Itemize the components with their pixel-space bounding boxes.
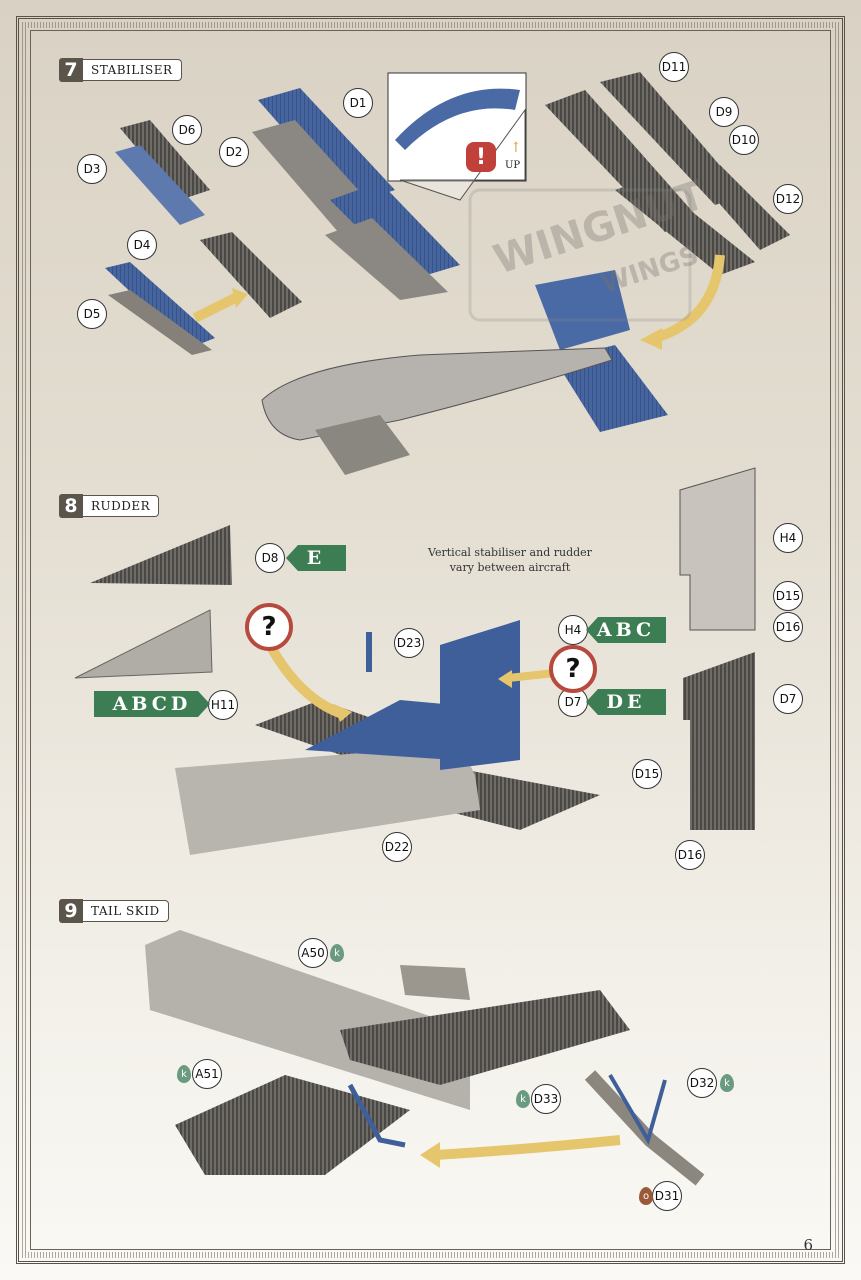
part-d5: [108, 290, 212, 355]
variant-note: Vertical stabiliser and rudder vary betw…: [425, 545, 595, 575]
step-7-header: 7 STABILISER: [59, 58, 182, 82]
part-d2-lower: [325, 218, 448, 300]
step7-illustration: [105, 72, 790, 475]
callout-d31: D31: [652, 1181, 682, 1211]
callout-d15-top: D15: [773, 581, 803, 611]
arrow-8b: [507, 669, 556, 682]
step-number: 8: [59, 494, 83, 518]
step-9-header: 9 TAIL SKID: [59, 899, 169, 923]
rudder-d7-side: [683, 652, 755, 830]
callout-d9: D9: [709, 97, 739, 127]
callout-a50: A50: [298, 938, 328, 968]
variant-note-line1: Vertical stabiliser and rudder: [428, 546, 592, 559]
part-d4: [105, 262, 215, 348]
version-tag-h4: ABC: [586, 617, 666, 643]
arrow-7a: [192, 293, 238, 323]
paint-drop-d33: k: [516, 1090, 530, 1108]
step-title: STABILISER: [83, 59, 182, 81]
fin-ribbed: [90, 525, 232, 585]
page-border: [16, 16, 845, 1264]
callout-h4: H4: [558, 615, 588, 645]
paint-drop-a51: k: [177, 1065, 191, 1083]
arrow-7b: [653, 254, 725, 343]
tail-skid-fitted: [347, 1083, 406, 1148]
part-d12: [690, 165, 790, 250]
up-arrow-icon: ↑: [510, 140, 522, 156]
detail-part: [395, 88, 520, 150]
callout-d10: D10: [729, 125, 759, 155]
page-border-inner: [30, 30, 831, 1250]
assembled-elevator-upper: [535, 270, 630, 350]
step-number: 9: [59, 899, 83, 923]
version-tag-d8: E: [286, 545, 346, 571]
callout-d4: D4: [127, 230, 157, 260]
page-number: 6: [803, 1236, 813, 1254]
step9-illustration: [145, 930, 705, 1186]
callout-d16-top: D16: [773, 612, 803, 642]
step-8-header: 8 RUDDER: [59, 494, 160, 518]
part-elevator-right-c: [615, 178, 755, 275]
part-d1-lower: [330, 182, 460, 280]
variant-note-line2: vary between aircraft: [449, 561, 571, 574]
callout-d33: D33: [531, 1084, 561, 1114]
skid-d31: [584, 1070, 705, 1186]
part-d6: [120, 120, 210, 200]
callout-d5: D5: [77, 299, 107, 329]
version-tag-d7: DE: [586, 689, 666, 715]
step8-illustration: [74, 467, 756, 855]
paint-drop-a50: k: [330, 944, 344, 962]
step-title: RUDDER: [83, 495, 160, 517]
arrow-9: [434, 1135, 621, 1160]
rudder-h4-side: [679, 467, 756, 631]
part-elevator-left: [200, 232, 302, 318]
part-d3: [115, 145, 205, 225]
vertical-fin-d22: [305, 700, 455, 760]
callout-d3: D3: [77, 154, 107, 184]
callout-d2: D2: [219, 137, 249, 167]
rudder-h4: [440, 620, 520, 770]
callout-h11: H11: [208, 690, 238, 720]
part-d23: [366, 632, 372, 672]
rear-fuselage: [175, 745, 480, 855]
radiator: [315, 415, 410, 475]
stabiliser-upper: [340, 990, 630, 1085]
paint-drop-d32: k: [720, 1074, 734, 1092]
callout-d22: D22: [382, 832, 412, 862]
callout-d15-bottom: D15: [632, 759, 662, 789]
step-number: 7: [59, 58, 83, 82]
stabiliser-lower: [175, 1075, 410, 1175]
up-label: UP: [505, 160, 521, 171]
callout-d8: D8: [255, 543, 285, 573]
callout-d1: D1: [343, 88, 373, 118]
callout-d6: D6: [172, 115, 202, 145]
watermark: [468, 188, 692, 322]
fin-stub: [400, 965, 470, 1000]
paint-drop-d31: o: [639, 1187, 653, 1205]
arrow-8a: [265, 642, 347, 720]
callout-d16-bottom: D16: [675, 840, 705, 870]
callout-d7: D7: [558, 687, 588, 717]
callout-a51: A51: [192, 1059, 222, 1089]
part-d1: [258, 88, 395, 205]
callout-d7-side: D7: [773, 684, 803, 714]
callout-d23: D23: [394, 628, 424, 658]
callout-h4-side: H4: [773, 523, 803, 553]
question-icon-right: ?: [549, 645, 597, 693]
warning-icon: !: [466, 142, 496, 172]
callout-d12: D12: [773, 184, 803, 214]
step-title: TAIL SKID: [83, 900, 169, 922]
version-tag-h11: ABCD: [94, 691, 210, 717]
question-icon-left: ?: [245, 603, 293, 651]
fin-plain: [74, 609, 213, 679]
callout-d32: D32: [687, 1068, 717, 1098]
callout-d11: D11: [659, 52, 689, 82]
skid-struts: [608, 1073, 667, 1146]
fuselage: [261, 347, 613, 441]
